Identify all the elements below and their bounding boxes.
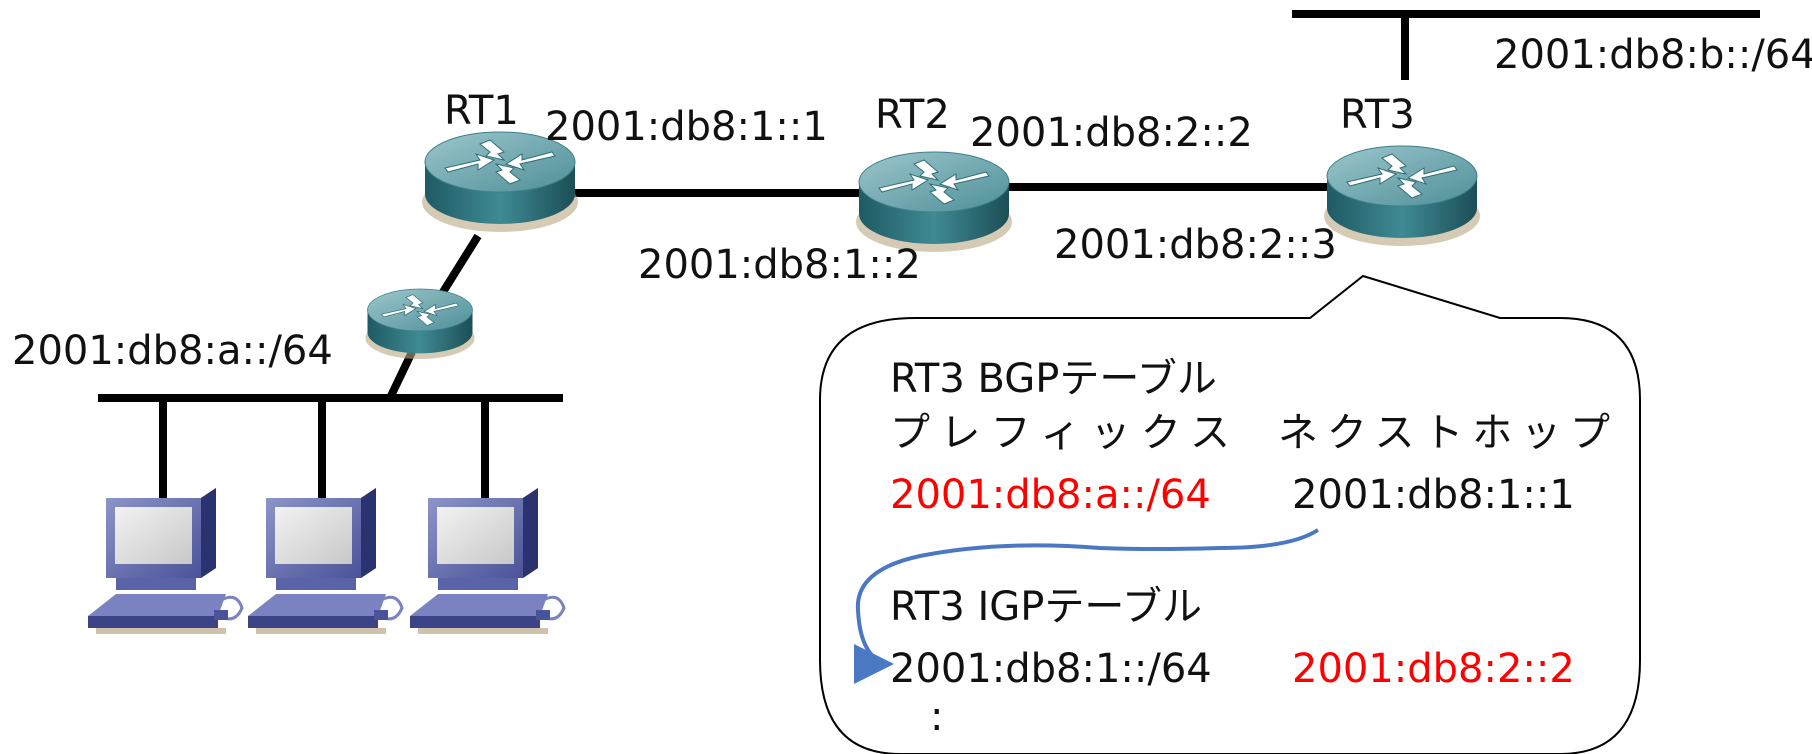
igp-prefix-value: 2001:db8:1::/64 <box>890 646 1212 692</box>
pc-icon-1 <box>86 486 244 636</box>
links <box>98 10 1760 498</box>
bgp-col-prefix: プレフィックス <box>890 410 1230 456</box>
bgp-table-title: RT3 BGPテーブル <box>890 356 1217 402</box>
lan-a-network-label: 2001:db8:a::/64 <box>12 328 333 374</box>
recursive-lookup-arrow <box>854 528 1320 684</box>
router-rt3-icon <box>1323 145 1481 247</box>
callout-content: RT3 BGPテーブル プレフィックス ネクストホップ 2001:db8:a::… <box>854 356 1610 740</box>
igp-table-title: RT3 IGPテーブル <box>890 584 1202 630</box>
router-small-icon <box>365 288 475 360</box>
rt3-interface-label: 2001:db8:2::3 <box>1054 222 1337 268</box>
rt2-interface-to-rt1-label: 2001:db8:1::2 <box>638 242 921 288</box>
pc-icon-3 <box>408 486 566 636</box>
pc-icon-2 <box>246 486 404 636</box>
bgp-nexthop-value: 2001:db8:1::1 <box>1292 472 1575 518</box>
rt1-interface-label: 2001:db8:1::1 <box>545 104 828 150</box>
rt2-label: RT2 <box>875 92 950 138</box>
rt1-label: RT1 <box>444 88 519 134</box>
bgp-prefix-value: 2001:db8:a::/64 <box>890 472 1211 518</box>
rt3-label: RT3 <box>1340 92 1415 138</box>
rt2-interface-to-rt3-label: 2001:db8:2::2 <box>970 110 1253 156</box>
link-rt1-small-router <box>434 233 482 303</box>
link-small-router-lan <box>386 350 416 400</box>
igp-nexthop-value: 2001:db8:2::2 <box>1292 646 1575 692</box>
igp-more-rows-ellipsis: : <box>930 694 943 740</box>
router-rt2-icon <box>855 151 1013 253</box>
lan-b-network-label: 2001:db8:b::/64 <box>1494 32 1812 78</box>
bgp-col-nexthop: ネクストホップ <box>1278 410 1610 456</box>
